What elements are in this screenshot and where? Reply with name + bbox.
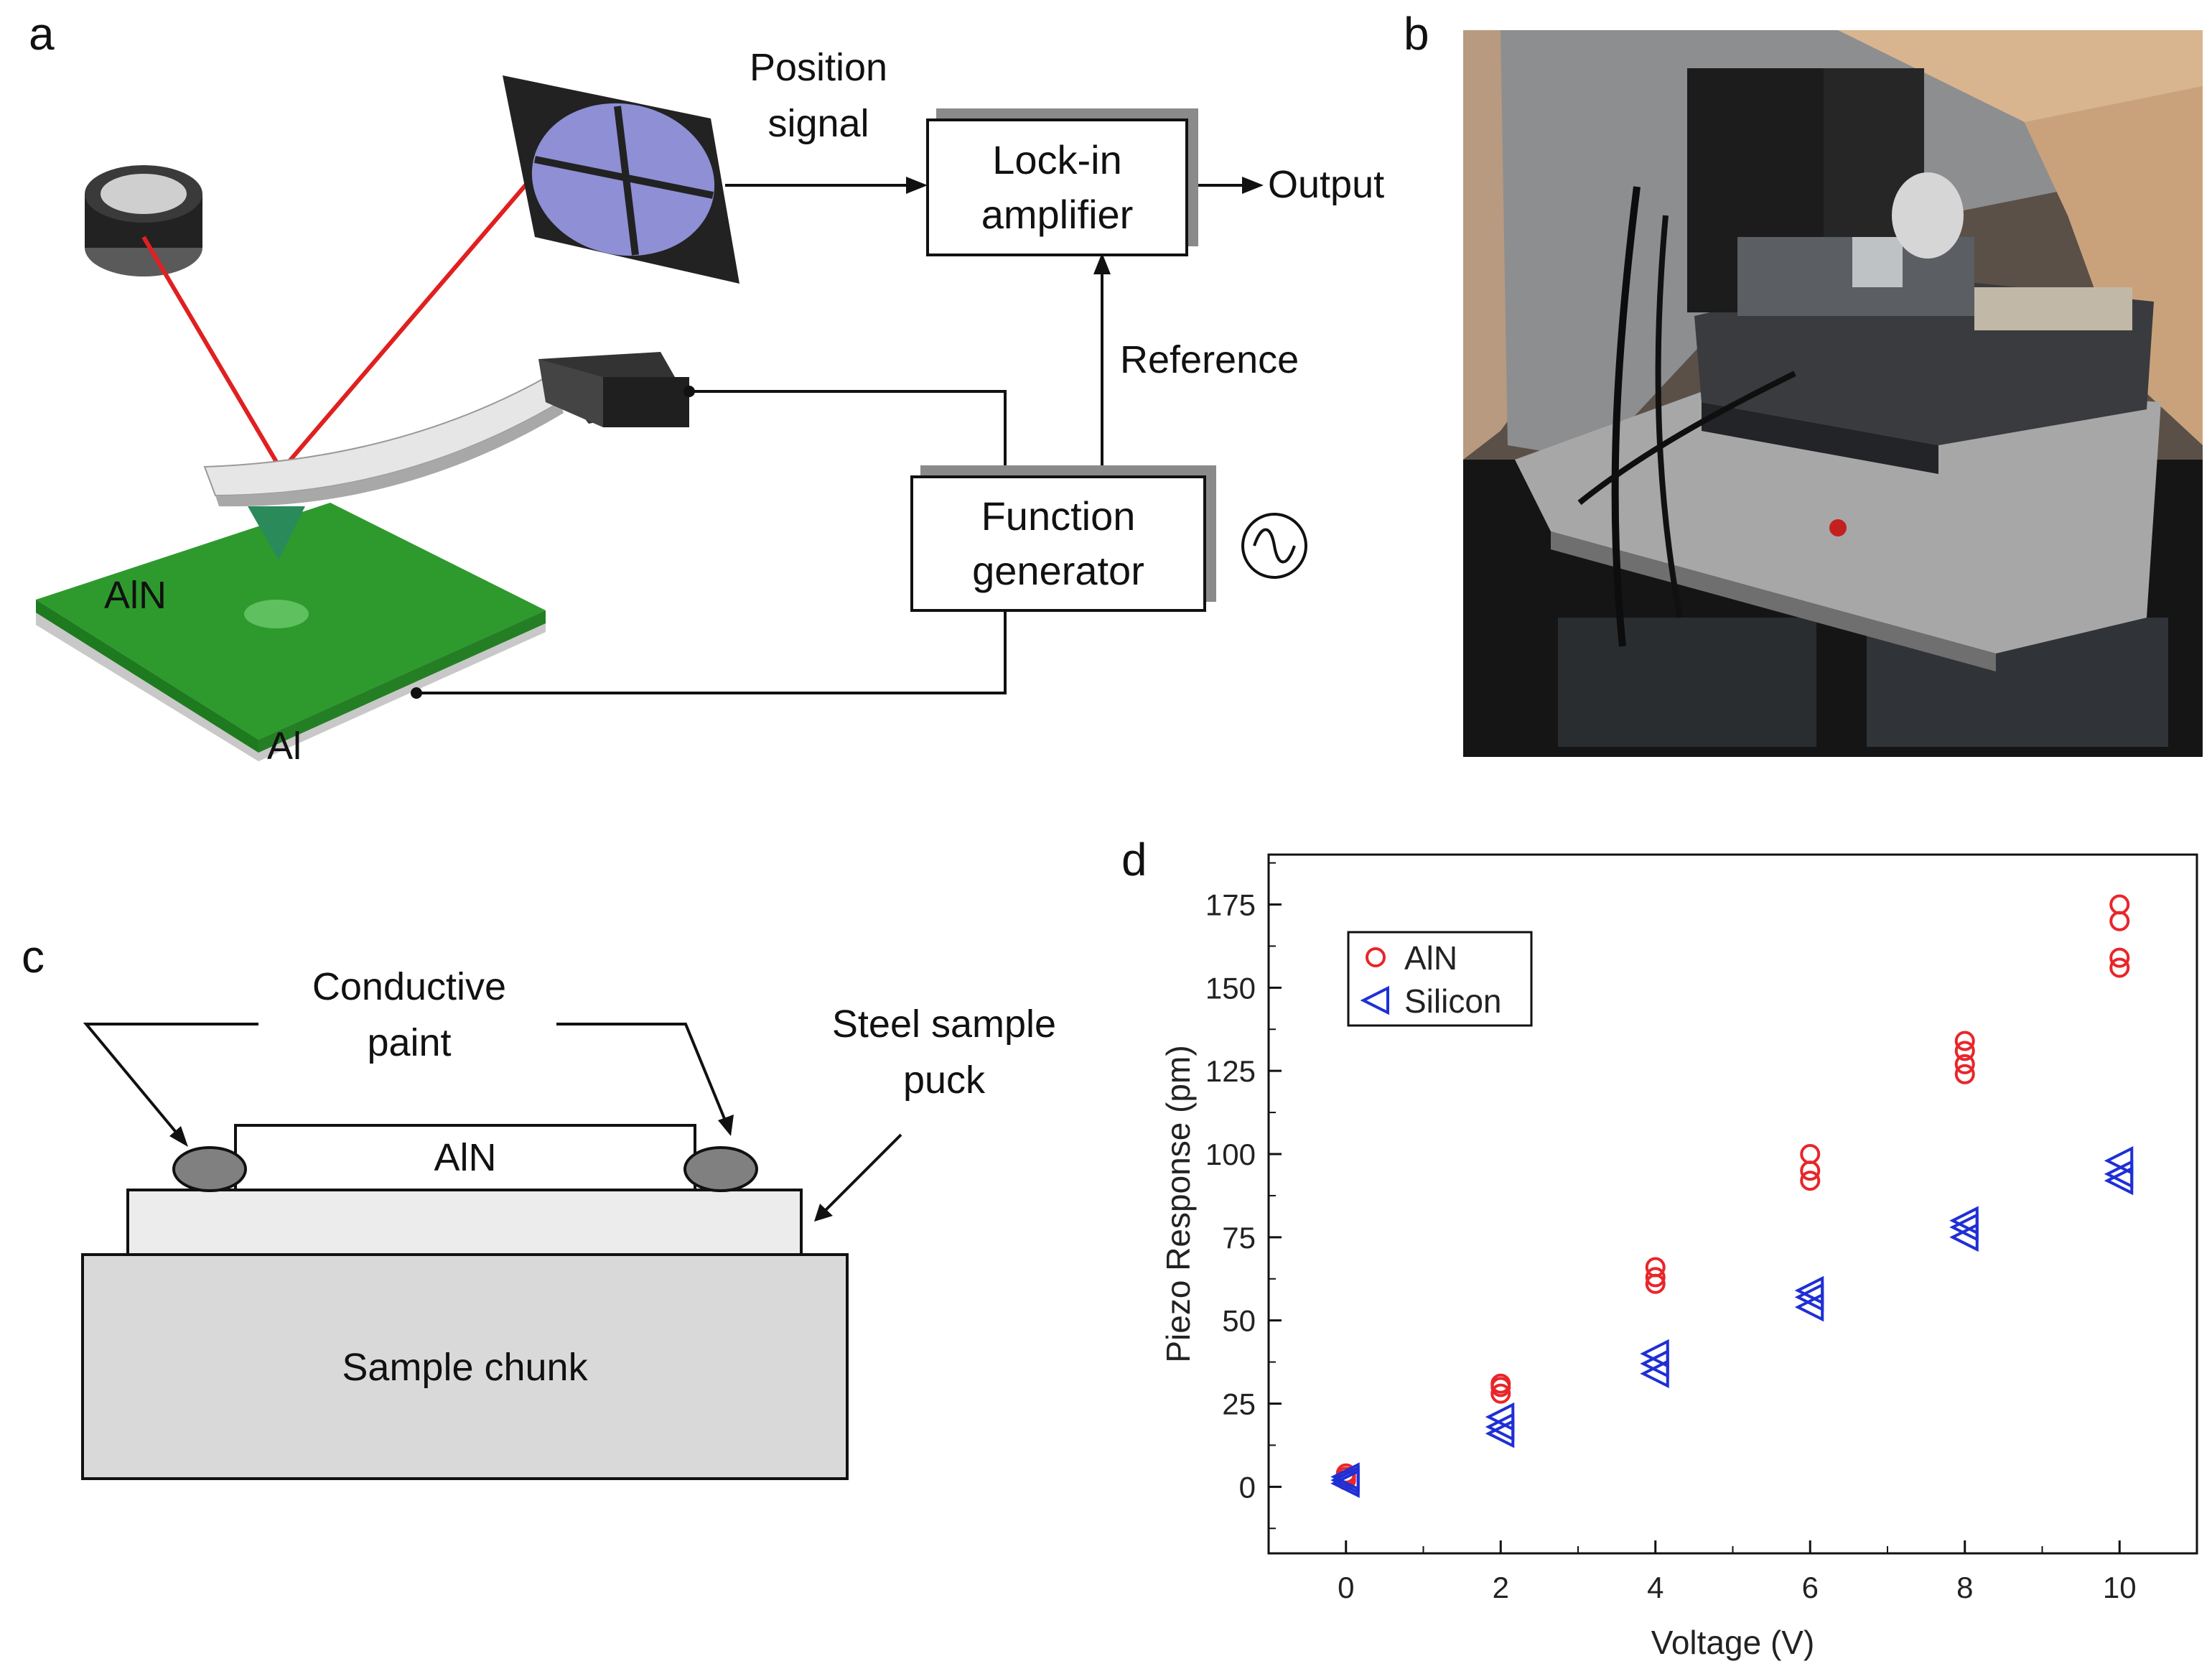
conductive-paint-label: Conductive paint — [262, 959, 556, 1071]
y-axis-label: Piezo Response (pm) — [1159, 1045, 1197, 1362]
x-tick-label: 6 — [1802, 1571, 1819, 1604]
lockin-line2: amplifier — [981, 192, 1134, 237]
wire-function-to-cantilever — [689, 390, 1007, 475]
wire-function-to-substrate — [416, 610, 1007, 694]
photodetector-icon — [503, 75, 739, 284]
aln-data-point — [1490, 1383, 1511, 1404]
silicon-data-point — [1485, 1402, 1515, 1432]
lockin-line1: Lock-in — [992, 137, 1122, 183]
leader-puck — [824, 1133, 902, 1212]
panel-d-letter: d — [1121, 834, 1147, 885]
aln-data-point — [1954, 1064, 1975, 1084]
legend-aln-marker — [1366, 947, 1386, 967]
x-axis-label: Voltage (V) — [1651, 1624, 1815, 1661]
y-tick-label: 100 — [1205, 1138, 1256, 1171]
aln-data-point — [1490, 1373, 1511, 1394]
panel-a-letter: a — [29, 8, 55, 60]
aln-data-point — [2109, 894, 2130, 915]
laser-beam-incident — [141, 236, 284, 472]
x-tick-label: 0 — [1338, 1571, 1354, 1604]
laser-beam-reflected — [279, 135, 569, 472]
aln-sample-label: AlN — [434, 1136, 497, 1179]
aln-data-point — [1954, 1031, 1975, 1051]
position-signal-line1: Position — [749, 46, 888, 89]
function-line2: generator — [972, 548, 1144, 593]
y-tick-label: 125 — [1205, 1054, 1256, 1088]
aln-data-point — [2109, 911, 2130, 931]
y-tick-label: 25 — [1222, 1387, 1256, 1421]
aln-data-point — [2109, 947, 2130, 968]
sample-chunk-block — [81, 1253, 849, 1480]
silicon-data-point — [1794, 1275, 1824, 1306]
y-tick-label: 175 — [1205, 888, 1256, 922]
y-tick-label: 50 — [1222, 1304, 1256, 1338]
y-tick-label: 75 — [1222, 1221, 1256, 1255]
laser-source-icon — [85, 165, 202, 276]
legend-box — [1347, 931, 1533, 1027]
paint-blob-left — [172, 1146, 247, 1192]
steel-puck-label: Steel sample puck — [797, 996, 1091, 1109]
aln-data-point — [2109, 957, 2130, 978]
steel-line2: puck — [902, 1059, 986, 1102]
steel-line1: Steel sample — [831, 1003, 1057, 1046]
function-generator-box: Function generator — [910, 475, 1206, 612]
silicon-data-point — [2104, 1146, 2134, 1176]
silicon-data-point — [1640, 1339, 1669, 1369]
function-line1: Function — [981, 493, 1136, 539]
ac-source-icon — [1241, 513, 1307, 579]
sample-chunk-label: Sample chunk — [342, 1346, 588, 1389]
aln-data-point — [1645, 1257, 1666, 1278]
x-tick-label: 4 — [1647, 1571, 1663, 1604]
legend-silicon-label: Silicon — [1404, 982, 1502, 1020]
output-label: Output — [1268, 163, 1385, 206]
y-tick-label: 150 — [1205, 971, 1256, 1005]
x-tick-label: 8 — [1956, 1571, 1973, 1604]
silicon-data-point — [1949, 1206, 1979, 1235]
x-tick-label: 2 — [1493, 1571, 1509, 1604]
legend-silicon-marker — [1360, 985, 1389, 1015]
sample-film-icon — [36, 503, 546, 761]
panel-c-letter: c — [22, 931, 45, 982]
leader-left — [83, 1023, 258, 1136]
cantilever-icon — [203, 352, 689, 560]
panel-b-letter: b — [1404, 8, 1429, 60]
aln-data-point — [1800, 1171, 1821, 1191]
x-tick-label: 10 — [2103, 1571, 2137, 1604]
leader-right — [556, 1023, 727, 1121]
legend-aln-label: AlN — [1404, 939, 1457, 977]
paint-blob-right — [683, 1146, 758, 1192]
reference-label: Reference — [1120, 338, 1299, 381]
position-signal-line2: signal — [767, 102, 869, 146]
position-signal-label: Position signal — [725, 39, 912, 152]
conductive-line1: Conductive — [312, 965, 507, 1008]
aln-data-point — [1645, 1267, 1666, 1288]
y-tick-label: 0 — [1239, 1470, 1256, 1504]
steel-puck-block — [126, 1189, 803, 1256]
aln-film-label: AlN — [104, 574, 167, 617]
aln-data-point — [1954, 1054, 1975, 1074]
al-electrode-label: Al — [267, 725, 302, 768]
silicon-data-point — [1330, 1462, 1360, 1492]
conductive-line2: paint — [367, 1021, 452, 1065]
lockin-amplifier-box: Lock-in amplifier — [926, 118, 1188, 256]
aln-data-point — [1800, 1144, 1821, 1164]
aln-data-point — [1954, 1041, 1975, 1061]
